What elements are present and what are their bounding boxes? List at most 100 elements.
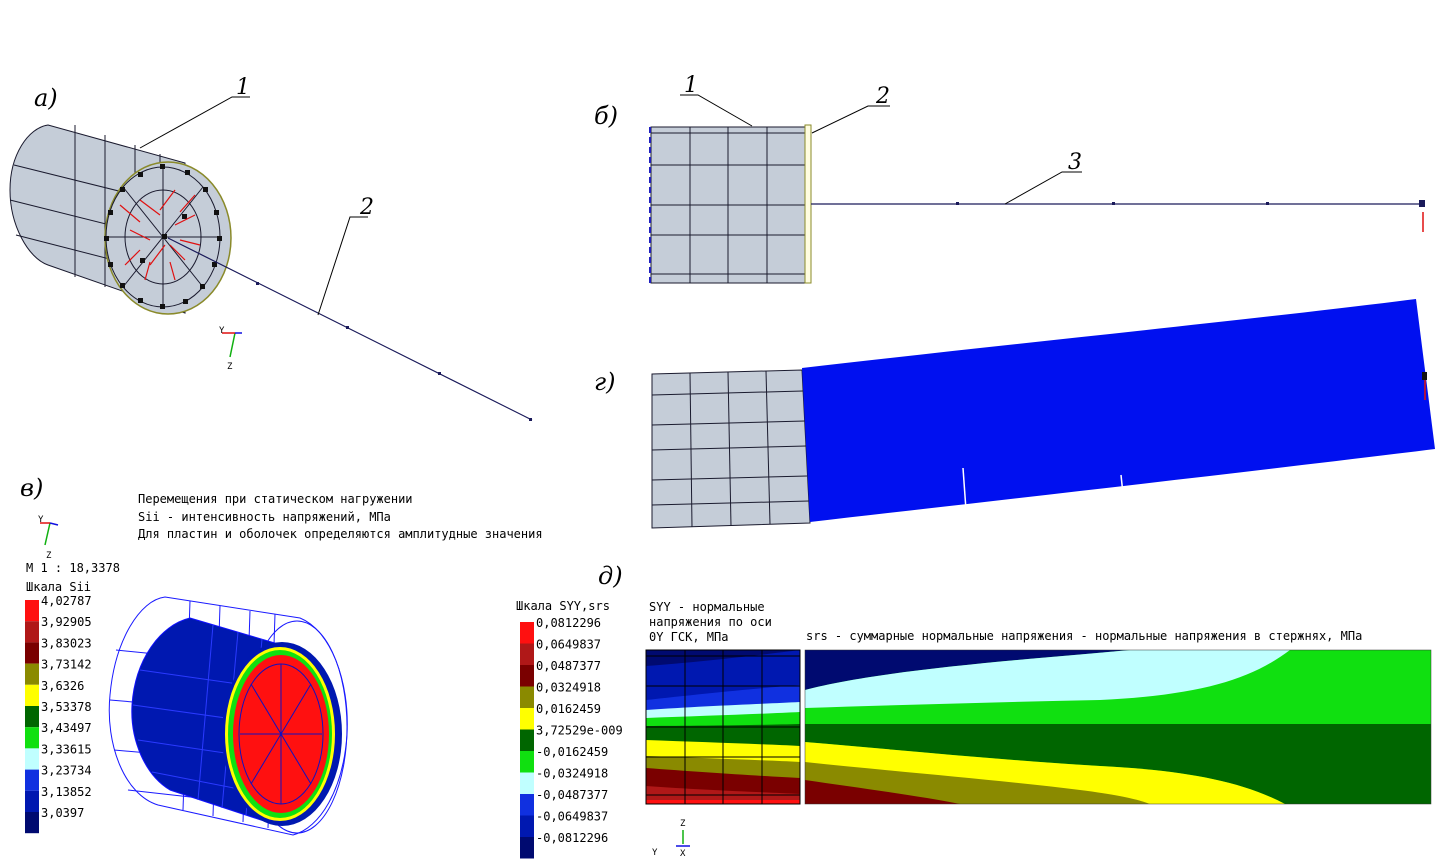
legend-d-value: 3,72529e-009 [536,724,623,738]
callout-1-a: 1 [236,75,250,100]
panel-d: д) Шкала SYY,srs 0,0812296 0,0649837 0,048… [516,562,1432,859]
rod-nodes-a [256,282,532,421]
legend-v-swatch [25,790,39,812]
legend-v-value: 3,6326 [41,679,84,693]
legend-d-value: -0,0487377 [536,788,608,802]
callout-line-1-b [680,94,753,127]
legend-d-value: 0,0649837 [536,638,601,652]
syy-contour [645,649,801,805]
panel-g: г) [594,299,1435,529]
legend-d-value: -0,0324918 [536,767,608,781]
legend-v-value: 3,43497 [41,721,92,735]
end-nodes-a [104,164,222,309]
callout-line-3-b [1004,171,1082,205]
cylinder-mesh-b [651,127,805,283]
legend-d-swatch [520,708,534,730]
axis-y-label-v: Y [38,515,44,525]
legend-v-swatch [25,769,39,791]
legend-v-value: 3,0397 [41,806,84,820]
legend-d-swatch [520,794,534,816]
panel-b-label: б) [594,102,618,130]
axis-triad-a: Y Z [219,326,242,372]
callout-2-a: 2 [359,195,374,220]
v-header-line-2: Sii - интенсивность напряжений, МПа [138,510,391,524]
legend-v-value: 3,33615 [41,742,92,756]
axis-y-label-d: Y [652,848,658,858]
legend-d: 0,0812296 0,0649837 0,0487377 0,0324918 0,01… [520,616,623,859]
legend-v-value: 3,92905 [41,615,92,629]
legend-v-swatch [25,642,39,664]
legend-v-swatch [25,684,39,706]
legend-v: 4,027873,929053,830233,731423,63263,5337… [25,594,92,834]
scale-factor: М 1 : 18,3378 [26,561,120,575]
legend-v-value: 3,23734 [41,764,92,778]
v-header-line-1: Перемещения при статическом нагружении [138,492,413,506]
legend-d-value: -0,0162459 [536,745,608,759]
legend-v-swatch [25,663,39,685]
axis-x-label-d: X [680,849,686,859]
legend-v-swatch [25,812,39,834]
legend-v-swatch [25,706,39,728]
syy-caption-2: напряжения по оси [649,615,772,629]
panel-v-label: в) [20,474,43,502]
legend-d-value: 0,0162459 [536,702,601,716]
rod-deformed-g [802,299,1435,522]
legend-d-swatch [520,751,534,773]
legend-v-swatch [25,727,39,749]
legend-v-swatch [25,600,39,622]
v-header-line-3: Для пластин и оболочек определяются ампл… [138,527,543,541]
legend-v-value: 3,53378 [41,700,92,714]
axis-z-label-v: Z [46,551,52,561]
legend-d-swatch [520,643,534,665]
axis-z-label-d: Z [680,819,686,829]
axis-triad-v: Y Z [38,515,59,561]
panel-a-label: а) [34,84,58,112]
legend-d-swatch [520,815,534,837]
legend-v-value: 3,73142 [41,658,92,672]
legend-d-swatch [520,772,534,794]
cylinder-mesh-g [651,370,810,528]
load-arrows-a [119,189,201,281]
rod-nodes-b [956,200,1425,207]
end-face-mesh-v [238,663,324,805]
legend-d-value: 0,0812296 [536,616,601,630]
callout-line-2-a [317,216,368,316]
axis-y-label-a: Y [219,326,225,336]
tip-node-g [1422,372,1427,380]
panel-b: б) 1 2 3 [594,73,1425,284]
legend-d-value: -0,0649837 [536,810,608,824]
callout-1-b: 1 [684,73,698,98]
legend-d-swatch [520,686,534,708]
axis-triad-d: Z Y X [652,819,690,859]
srs-contour [804,649,1432,805]
callout-line-2-b [811,105,890,134]
legend-v-value: 3,13852 [41,785,92,799]
legend-v-swatch [25,748,39,770]
legend-title-v: Шкала Sii [26,580,91,594]
end-plate-b [804,124,812,284]
legend-d-value: 0,0324918 [536,681,601,695]
panel-g-label: г) [594,368,616,396]
callout-3-b: 3 [1068,150,1082,175]
callout-2-b: 2 [875,84,890,109]
legend-d-swatch [520,837,534,859]
syy-caption-1: SYY - нормальные [649,600,765,614]
legend-v-value: 3,83023 [41,636,92,650]
axis-z-label-a: Z [227,362,233,372]
srs-caption: srs - суммарные нормальные напряжения - … [806,629,1362,643]
panel-v: в) Перемещения при статическом нагружени… [20,474,543,836]
syy-caption-3: 0Y ГСК, МПа [649,630,728,644]
legend-d-value: -0,0812296 [536,831,608,845]
legend-v-swatch [25,621,39,643]
legend-d-value: 0,0487377 [536,659,601,673]
legend-d-swatch [520,622,534,644]
node-mark-2-g [1120,474,1124,495]
legend-d-swatch [520,729,534,751]
panel-d-label: д) [598,562,623,590]
legend-d-swatch [520,665,534,687]
callout-line-1-a [139,96,250,149]
legend-title-d: Шкала SYY,srs [516,599,610,613]
rod-a [167,237,533,421]
node-mark-1-g [962,467,967,511]
